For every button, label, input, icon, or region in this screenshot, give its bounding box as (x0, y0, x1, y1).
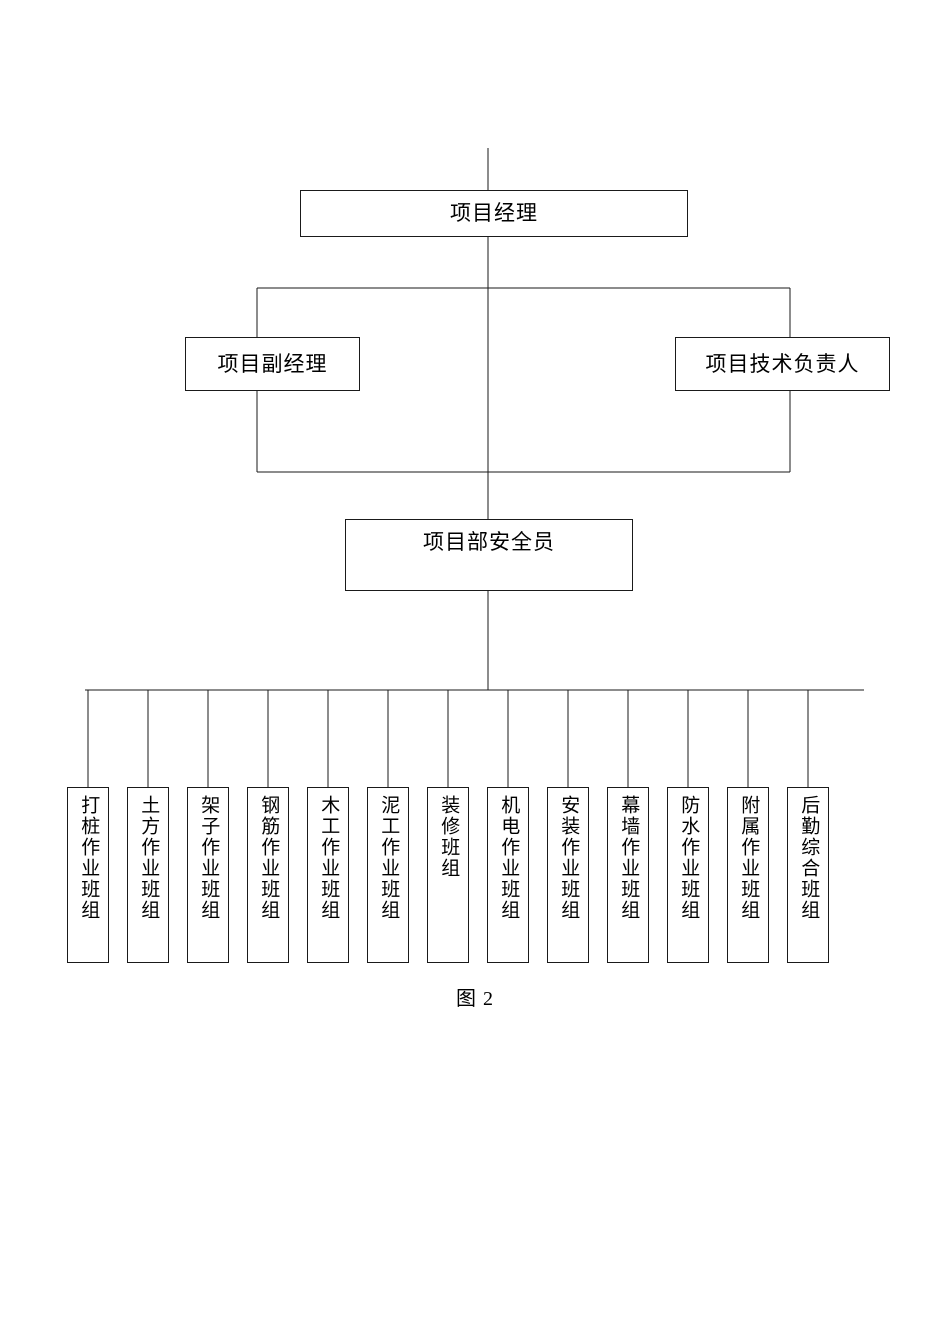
node-label-crew-curtain-wall: 幕墙作业班组 (618, 795, 640, 921)
figure-caption: 图 2 (456, 988, 494, 1010)
node-crew-carpentry[interactable]: 木工作业班组 (307, 787, 349, 963)
node-crew-logistics[interactable]: 后勤综合班组 (787, 787, 829, 963)
node-crew-scaffolding[interactable]: 架子作业班组 (187, 787, 229, 963)
node-project-manager[interactable]: 项目经理 (300, 190, 688, 237)
node-label-crew-scaffolding: 架子作业班组 (198, 795, 220, 921)
node-project-safety-officer[interactable]: 项目部安全员 (345, 519, 633, 591)
node-label-crew-decoration: 装修班组 (438, 795, 460, 879)
node-label-crew-electromechanical: 机电作业班组 (498, 795, 520, 921)
node-label-crew-ancillary: 附属作业班组 (738, 795, 760, 921)
node-crew-electromechanical[interactable]: 机电作业班组 (487, 787, 529, 963)
node-label-crew-piling: 打桩作业班组 (78, 795, 100, 921)
node-crew-piling[interactable]: 打桩作业班组 (67, 787, 109, 963)
node-crew-earthwork[interactable]: 土方作业班组 (127, 787, 169, 963)
node-label-crew-installation: 安装作业班组 (558, 795, 580, 921)
node-crew-waterproofing[interactable]: 防水作业班组 (667, 787, 709, 963)
node-label-project-technical-director: 项目技术负责人 (705, 351, 860, 376)
node-crew-decoration[interactable]: 装修班组 (427, 787, 469, 963)
node-label-crew-rebar: 钢筋作业班组 (258, 795, 280, 921)
node-label-project-safety-officer: 项目部安全员 (423, 530, 555, 554)
node-project-technical-director[interactable]: 项目技术负责人 (675, 337, 890, 391)
node-crew-installation[interactable]: 安装作业班组 (547, 787, 589, 963)
node-crew-rebar[interactable]: 钢筋作业班组 (247, 787, 289, 963)
node-crew-ancillary[interactable]: 附属作业班组 (727, 787, 769, 963)
node-label-crew-carpentry: 木工作业班组 (318, 795, 340, 921)
node-crew-curtain-wall[interactable]: 幕墙作业班组 (607, 787, 649, 963)
node-crew-masonry[interactable]: 泥工作业班组 (367, 787, 409, 963)
node-label-crew-logistics: 后勤综合班组 (798, 795, 820, 921)
node-label-crew-waterproofing: 防水作业班组 (678, 795, 700, 921)
node-deputy-project-manager[interactable]: 项目副经理 (185, 337, 360, 391)
node-label-crew-earthwork: 土方作业班组 (138, 795, 160, 921)
node-label-crew-masonry: 泥工作业班组 (378, 795, 400, 921)
node-label-project-manager: 项目经理 (450, 201, 538, 226)
node-label-deputy-project-manager: 项目副经理 (217, 351, 328, 376)
